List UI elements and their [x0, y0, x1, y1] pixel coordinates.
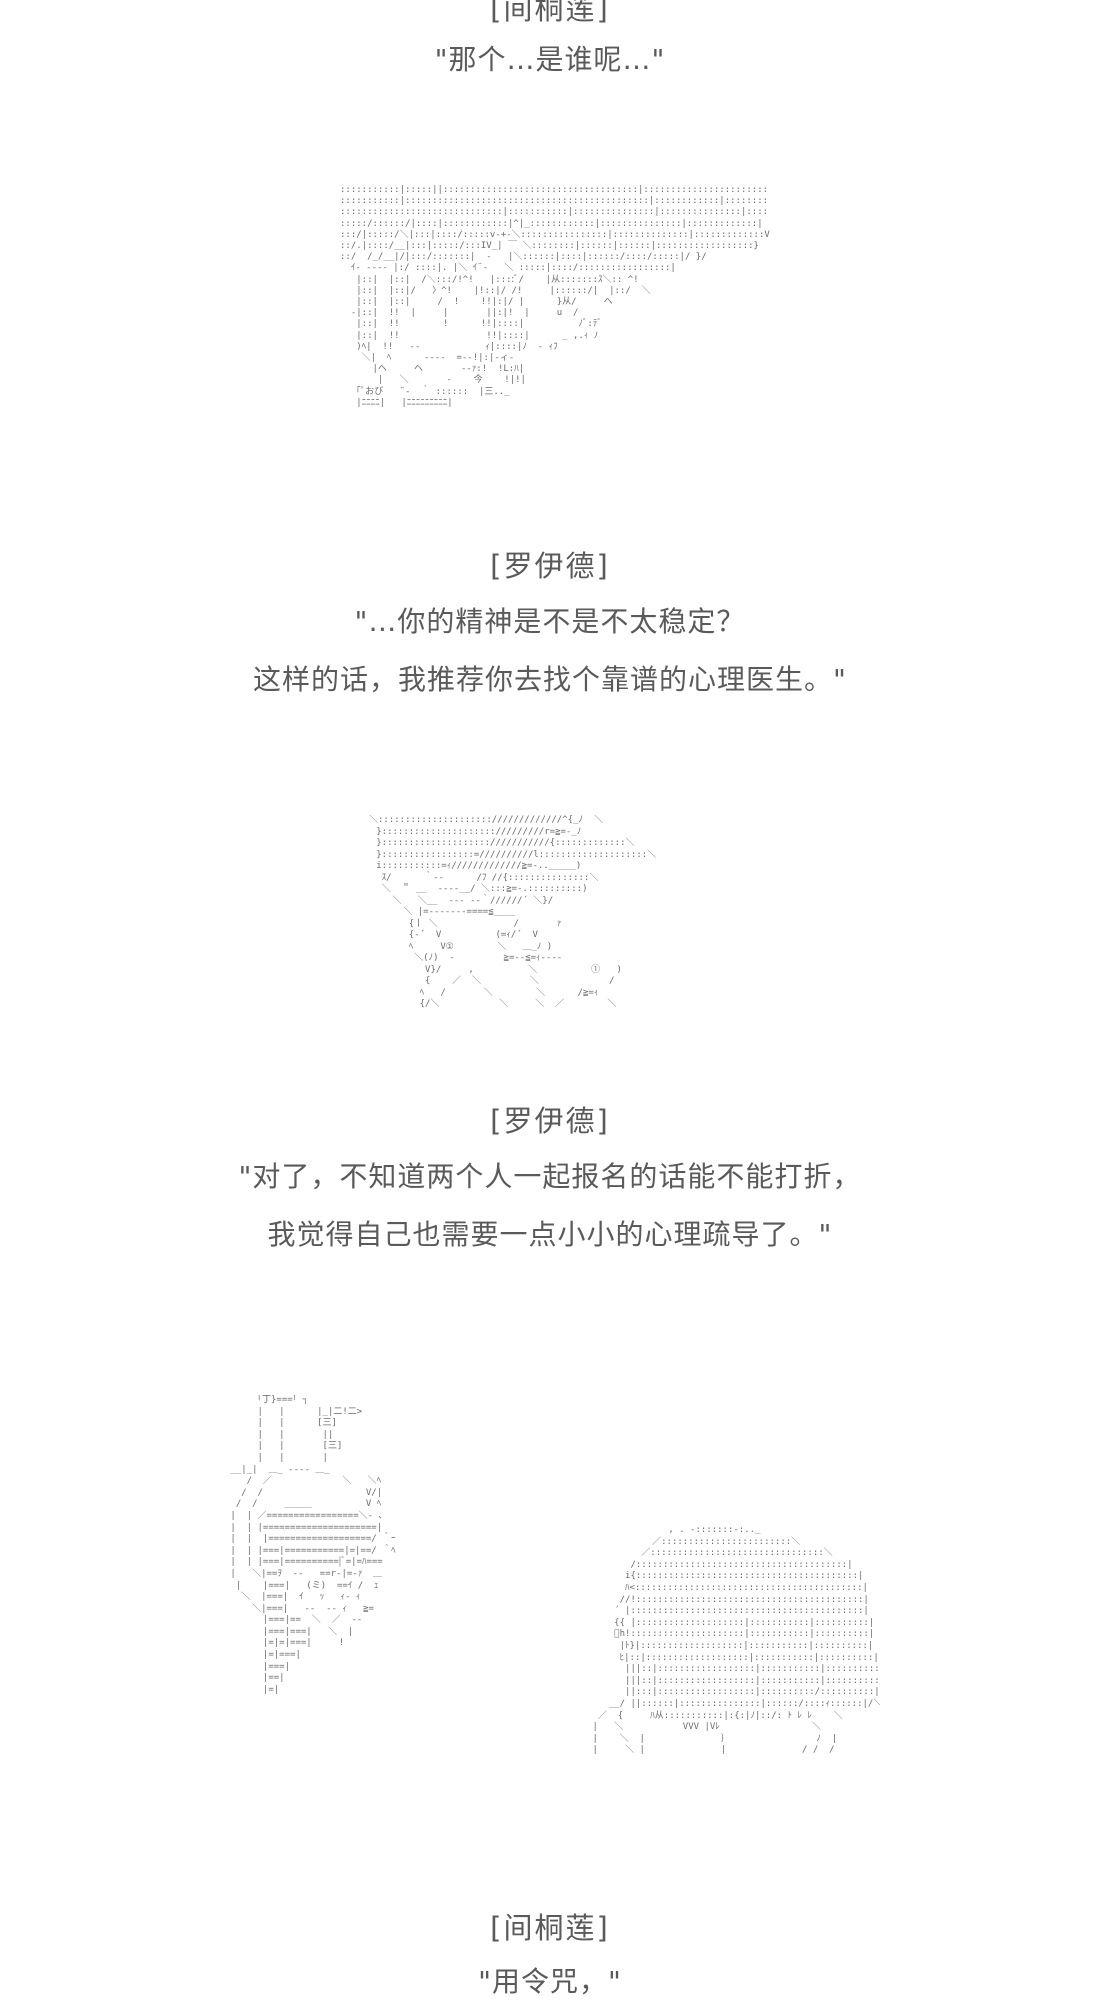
dialogue-line: "对了，不知道两个人一起报名的话能不能打折， — [238, 1160, 862, 1193]
ascii-art-figure-right: , . ‐:::::::‐:.._ ／:::::::::::::::::::::… — [592, 1525, 881, 1756]
dialogue-line: 这样的话，我推荐你去找个靠谱的心理医生。" — [253, 663, 847, 696]
speaker-name: [间桐莲] — [490, 1911, 610, 1945]
speaker-name: [间桐莲] — [490, 0, 610, 26]
ascii-art-figure-left: ｢丁}===｢ ┐ | | |_|二!二> | | [三] | | || | |… — [230, 1395, 396, 1695]
ascii-art-portrait-1: :::::::::::|:::::||:::::::::::::::::::::… — [340, 185, 770, 408]
speaker-name: [罗伊德] — [490, 1104, 610, 1138]
dialogue-line: "那个…是谁呢…" — [434, 43, 666, 76]
dialogue-line: 我觉得自己也需要一点小小的心理疏导了。" — [267, 1218, 833, 1251]
speaker-name: [罗伊德] — [490, 549, 610, 583]
ascii-art-portrait-2: ｀＼::::::::::::::::::::://///////////^{_ﾉ… — [360, 815, 657, 1009]
dialogue-line: "…你的精神是不是不太稳定？ — [354, 605, 746, 638]
dialogue-line: "用令咒，" — [478, 1965, 622, 1998]
